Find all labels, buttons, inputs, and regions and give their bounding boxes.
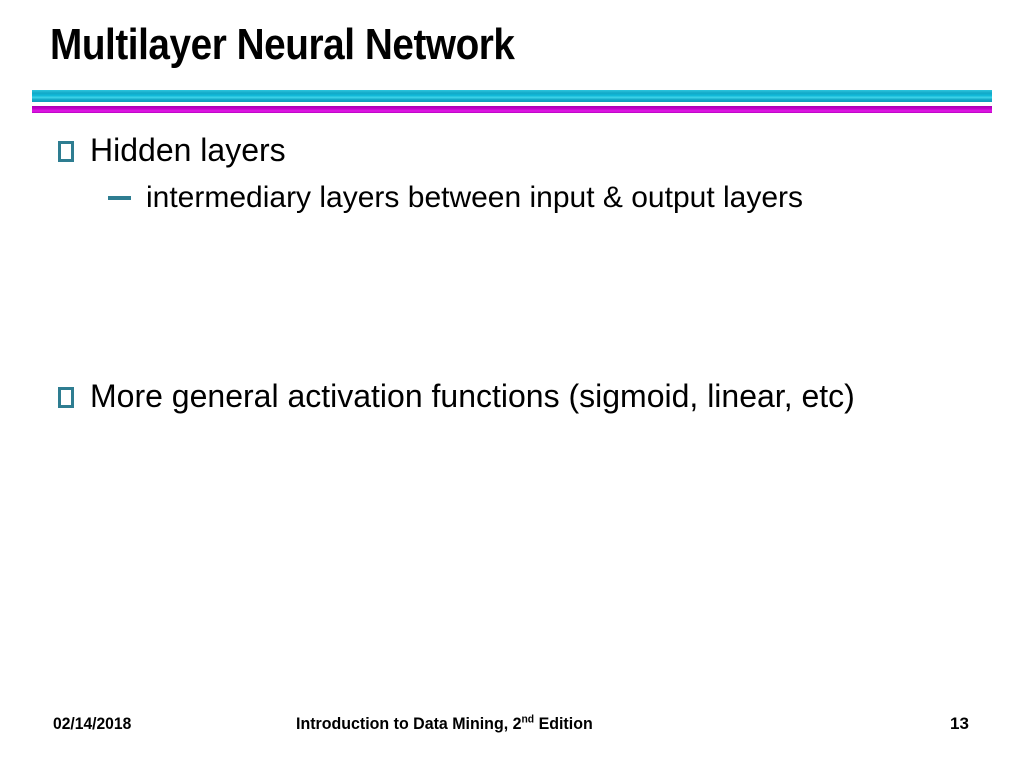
footer-date: 02/14/2018 <box>53 714 132 733</box>
hollow-square-bullet-icon <box>58 387 74 408</box>
hollow-square-bullet-icon <box>58 141 74 162</box>
divider-magenta-rule <box>32 106 992 113</box>
slide-title: Multilayer Neural Network <box>50 20 515 69</box>
slide-footer: 02/14/2018 Introduction to Data Mining, … <box>0 714 1024 736</box>
footer-page-number: 13 <box>950 714 969 733</box>
slide-body: Hidden layers intermediary layers betwee… <box>0 126 1024 420</box>
body-spacer <box>0 222 1024 372</box>
bullet-item-activation-functions: More general activation functions (sigmo… <box>0 372 1024 420</box>
bullet-text: More general activation functions (sigmo… <box>90 378 855 414</box>
bullet-text: Hidden layers <box>90 132 286 168</box>
footer-book-title-prefix: Introduction to Data Mining, 2 <box>296 714 522 733</box>
divider-cyan-rule <box>32 90 992 102</box>
sub-bullet-item-intermediary-layers: intermediary layers between input & outp… <box>0 174 1024 222</box>
footer-ordinal-superscript: nd <box>521 713 535 726</box>
footer-book-title: Introduction to Data Mining, 2nd Edition <box>296 714 593 734</box>
footer-book-title-suffix: Edition <box>534 714 593 733</box>
bullet-item-hidden-layers: Hidden layers <box>0 126 1024 174</box>
sub-bullet-text: intermediary layers between input & outp… <box>146 181 804 214</box>
divider-white-gap <box>32 102 992 104</box>
title-divider-group <box>32 90 992 116</box>
en-dash-bullet-icon <box>108 196 131 200</box>
